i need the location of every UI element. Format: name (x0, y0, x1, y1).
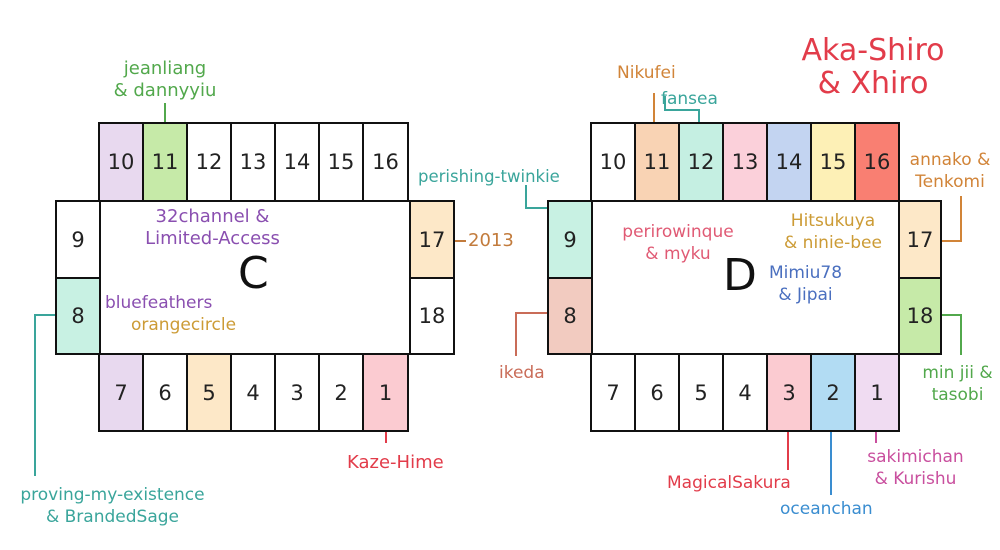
right-booth-13[interactable]: 13 (722, 122, 768, 202)
left-booth-9[interactable]: 9 (55, 200, 101, 279)
left-booth-13[interactable]: 13 (230, 122, 276, 202)
right-booth-12[interactable]: 12 (678, 122, 724, 202)
label-32channel-line2: Limited-Access (145, 228, 280, 249)
right-booth-5[interactable]: 5 (678, 353, 724, 432)
label-proving-line1: proving-my-existence (20, 485, 205, 505)
label-proving: proving-my-existence & BrandedSage (5, 484, 220, 528)
label-mimiu-line1: Mimiu78 (768, 263, 843, 283)
label-ikeda: ikeda (499, 363, 545, 383)
left-booth-7[interactable]: 7 (98, 353, 144, 432)
left-booth-14[interactable]: 14 (274, 122, 320, 202)
right-booth-1[interactable]: 1 (854, 353, 900, 432)
label-minji-line2: tasobi (931, 385, 984, 405)
right-booth-7[interactable]: 7 (590, 353, 636, 432)
left-booth-5[interactable]: 5 (186, 353, 232, 432)
left-booth-18[interactable]: 18 (409, 277, 455, 355)
label-akashiro: Aka-Shiro & Xhiro (778, 34, 968, 100)
left-section-letter: C (238, 248, 269, 299)
label-bluefeathers: bluefeathers (105, 293, 213, 313)
left-booth-1[interactable]: 1 (362, 353, 409, 432)
label-akashiro-line1: Aka-Shiro (801, 33, 945, 68)
label-periro-line2: & myku (645, 244, 711, 264)
label-jeanliang: jeanliang & dannyyiu (95, 58, 235, 102)
label-32channel-line1: 32channel & (155, 206, 270, 227)
right-booth-18[interactable]: 18 (898, 277, 942, 355)
left-booth-3[interactable]: 3 (274, 353, 320, 432)
left-booth-11[interactable]: 11 (142, 122, 188, 202)
label-mimiu-line2: & Jipai (778, 285, 833, 305)
line-minji (942, 314, 962, 355)
label-32channel: 32channel & Limited-Access (130, 206, 295, 250)
left-booth-2[interactable]: 2 (318, 353, 364, 432)
label-orangecircle: orangecircle (131, 315, 237, 335)
right-booth-9[interactable]: 9 (547, 200, 593, 279)
right-booth-11[interactable]: 11 (634, 122, 680, 202)
right-booth-16[interactable]: 16 (854, 122, 900, 202)
right-booth-6[interactable]: 6 (634, 353, 680, 432)
right-booth-2[interactable]: 2 (810, 353, 856, 432)
label-akashiro-line2: & Xhiro (817, 66, 929, 101)
label-fansea: fansea (661, 89, 718, 109)
left-booth-8[interactable]: 8 (55, 277, 101, 355)
right-booth-8[interactable]: 8 (547, 277, 593, 355)
label-ocean: oceanchan (780, 499, 873, 519)
label-proving-line2: & BrandedSage (45, 507, 179, 527)
label-saki: sakimichan & Kurishu (848, 446, 983, 490)
line-perishing (525, 185, 547, 209)
label-magical: MagicalSakura (667, 473, 791, 493)
right-booth-17[interactable]: 17 (898, 200, 942, 279)
left-booth-6[interactable]: 6 (142, 353, 188, 432)
label-hitsu-line2: & ninie-bee (784, 233, 882, 253)
label-annako: annako & Tenkomi (900, 149, 1000, 193)
label-hitsu-line1: Hitsukuya (790, 211, 876, 231)
line-proving (34, 314, 55, 476)
right-booth-10[interactable]: 10 (590, 122, 636, 202)
label-saki-line2: & Kurishu (874, 469, 957, 489)
label-perishing: perishing-twinkie (418, 167, 560, 186)
label-annako-line1: annako & (909, 150, 991, 170)
right-booth-4[interactable]: 4 (722, 353, 768, 432)
label-minji-line1: min jii & (922, 363, 993, 383)
line-annako (942, 196, 962, 242)
label-saki-line1: sakimichan (867, 447, 964, 467)
right-booth-15[interactable]: 15 (810, 122, 856, 202)
label-periro: perirowinque & myku (613, 221, 743, 265)
label-minji: min jii & tasobi (915, 362, 1000, 406)
right-block-center (547, 200, 942, 355)
line-ikeda (515, 312, 547, 356)
right-booth-14[interactable]: 14 (766, 122, 812, 202)
label-periro-line1: perirowinque (622, 222, 734, 242)
right-booth-3[interactable]: 3 (766, 353, 812, 432)
left-booth-17[interactable]: 17 (409, 200, 455, 279)
label-jeanliang-line2: & dannyyiu (113, 80, 217, 101)
label-annako-line2: Tenkomi (915, 172, 985, 192)
left-booth-15[interactable]: 15 (318, 122, 364, 202)
label-nikufei: Nikufei (617, 63, 676, 83)
left-booth-12[interactable]: 12 (186, 122, 232, 202)
label-mimiu: Mimiu78 & Jipai (763, 262, 848, 306)
label-hitsu: Hitsukuya & ninie-bee (773, 210, 893, 254)
line-fansea (664, 96, 700, 123)
left-booth-4[interactable]: 4 (230, 353, 276, 432)
right-section-letter: D (723, 250, 757, 301)
left-booth-16[interactable]: 16 (362, 122, 409, 202)
left-booth-10[interactable]: 10 (98, 122, 144, 202)
label-2013: 2013 (468, 230, 514, 251)
label-kaze: Kaze-Hime (347, 452, 444, 473)
label-jeanliang-line1: jeanliang (123, 58, 207, 79)
